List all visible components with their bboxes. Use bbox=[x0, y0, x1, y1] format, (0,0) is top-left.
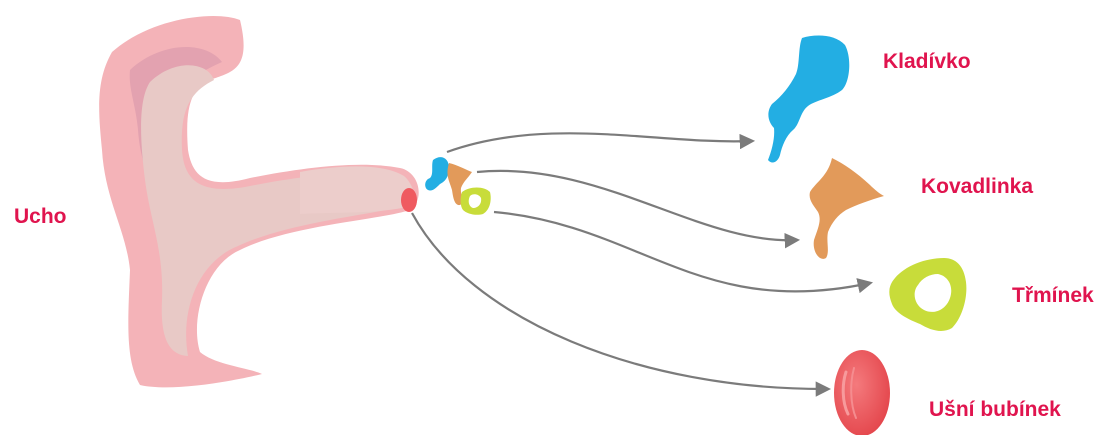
ossicles-small-group bbox=[425, 157, 491, 215]
eardrum-icon bbox=[834, 350, 890, 435]
arrow-to-trminek bbox=[494, 212, 870, 291]
label-kovadlinka: Kovadlinka bbox=[921, 176, 1033, 197]
arrow-to-kovadlinka bbox=[477, 171, 797, 240]
stirrup-small-icon bbox=[461, 188, 491, 215]
label-kladivko: Kladívko bbox=[883, 51, 971, 72]
anvil-icon bbox=[810, 158, 884, 259]
hammer-small-icon bbox=[425, 157, 449, 190]
ear-canal bbox=[300, 166, 412, 214]
outer-ear-illustration bbox=[99, 16, 419, 387]
label-usni-bubinek: Ušní bubínek bbox=[929, 399, 1061, 420]
stirrup-icon bbox=[889, 258, 966, 331]
arrow-to-kladivko bbox=[447, 133, 752, 152]
eardrum-small bbox=[401, 188, 417, 212]
label-ucho: Ucho bbox=[14, 206, 67, 227]
connector-arrows bbox=[412, 133, 870, 389]
hammer-icon bbox=[768, 36, 849, 163]
label-trminek: Třmínek bbox=[1012, 285, 1094, 306]
